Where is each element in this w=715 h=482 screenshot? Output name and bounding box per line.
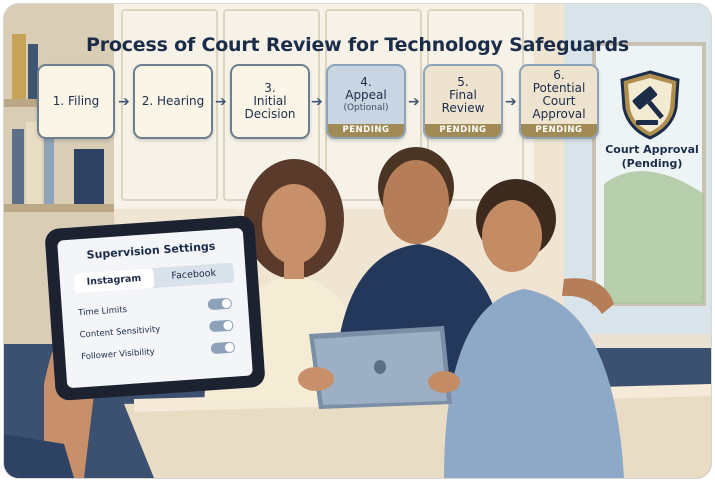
- settings-title: Supervision Settings: [86, 239, 216, 262]
- arrow-right-icon: ➔: [505, 94, 517, 110]
- arrow-right-icon: ➔: [118, 94, 130, 110]
- supervision-tablet: Supervision Settings Instagram Facebook …: [44, 214, 266, 402]
- setting-label: Content Sensitivity: [79, 324, 161, 341]
- setting-label: Time Limits: [77, 304, 128, 319]
- step-label: Final Review: [441, 87, 485, 115]
- illustration-frame: Process of Court Review for Technology S…: [3, 3, 712, 479]
- step-appeal: 4. Appeal (Optional) PENDING: [326, 64, 406, 139]
- step-sub: (Optional): [343, 102, 389, 113]
- platform-tabs: Instagram Facebook: [73, 262, 235, 294]
- page-title: Process of Court Review for Technology S…: [86, 34, 629, 56]
- step-number: 1. Filing: [52, 94, 100, 108]
- toggle-switch[interactable]: [207, 297, 233, 311]
- toggle-switch[interactable]: [209, 319, 234, 333]
- tab-instagram[interactable]: Instagram: [73, 268, 155, 294]
- arrow-right-icon: ➔: [215, 94, 227, 110]
- step-label: Appeal: [345, 87, 387, 102]
- pending-badge: PENDING: [521, 124, 597, 137]
- step-number: 6.: [553, 68, 565, 82]
- toggle-switch[interactable]: [210, 341, 236, 355]
- arrow-right-icon: ➔: [408, 94, 420, 110]
- setting-label: Follower Visibility: [80, 347, 156, 363]
- step-initial-decision: 3. Initial Decision: [230, 64, 310, 139]
- step-label: Initial Decision: [244, 94, 296, 121]
- step-label: Potential Court Approval: [532, 81, 586, 121]
- step-filing: 1. Filing: [37, 64, 115, 139]
- tablet-screen: Supervision Settings Instagram Facebook …: [57, 227, 253, 389]
- arrow-right-icon: ➔: [311, 94, 323, 110]
- step-number: 4.: [360, 74, 372, 89]
- step-number: 5.: [457, 74, 469, 89]
- step-number: 2. Hearing: [141, 94, 205, 108]
- tab-facebook[interactable]: Facebook: [171, 267, 217, 282]
- gavel-shield-icon: [620, 70, 680, 140]
- step-final-review: 5. Final Review PENDING: [423, 64, 503, 139]
- pending-badge: PENDING: [425, 124, 501, 137]
- step-potential-court-approval: 6. Potential Court Approval PENDING: [519, 64, 599, 139]
- pending-badge: PENDING: [328, 124, 404, 137]
- step-hearing: 2. Hearing: [133, 64, 213, 139]
- step-number: 3.: [264, 81, 276, 95]
- court-approval-label: Court Approval (Pending): [605, 143, 699, 170]
